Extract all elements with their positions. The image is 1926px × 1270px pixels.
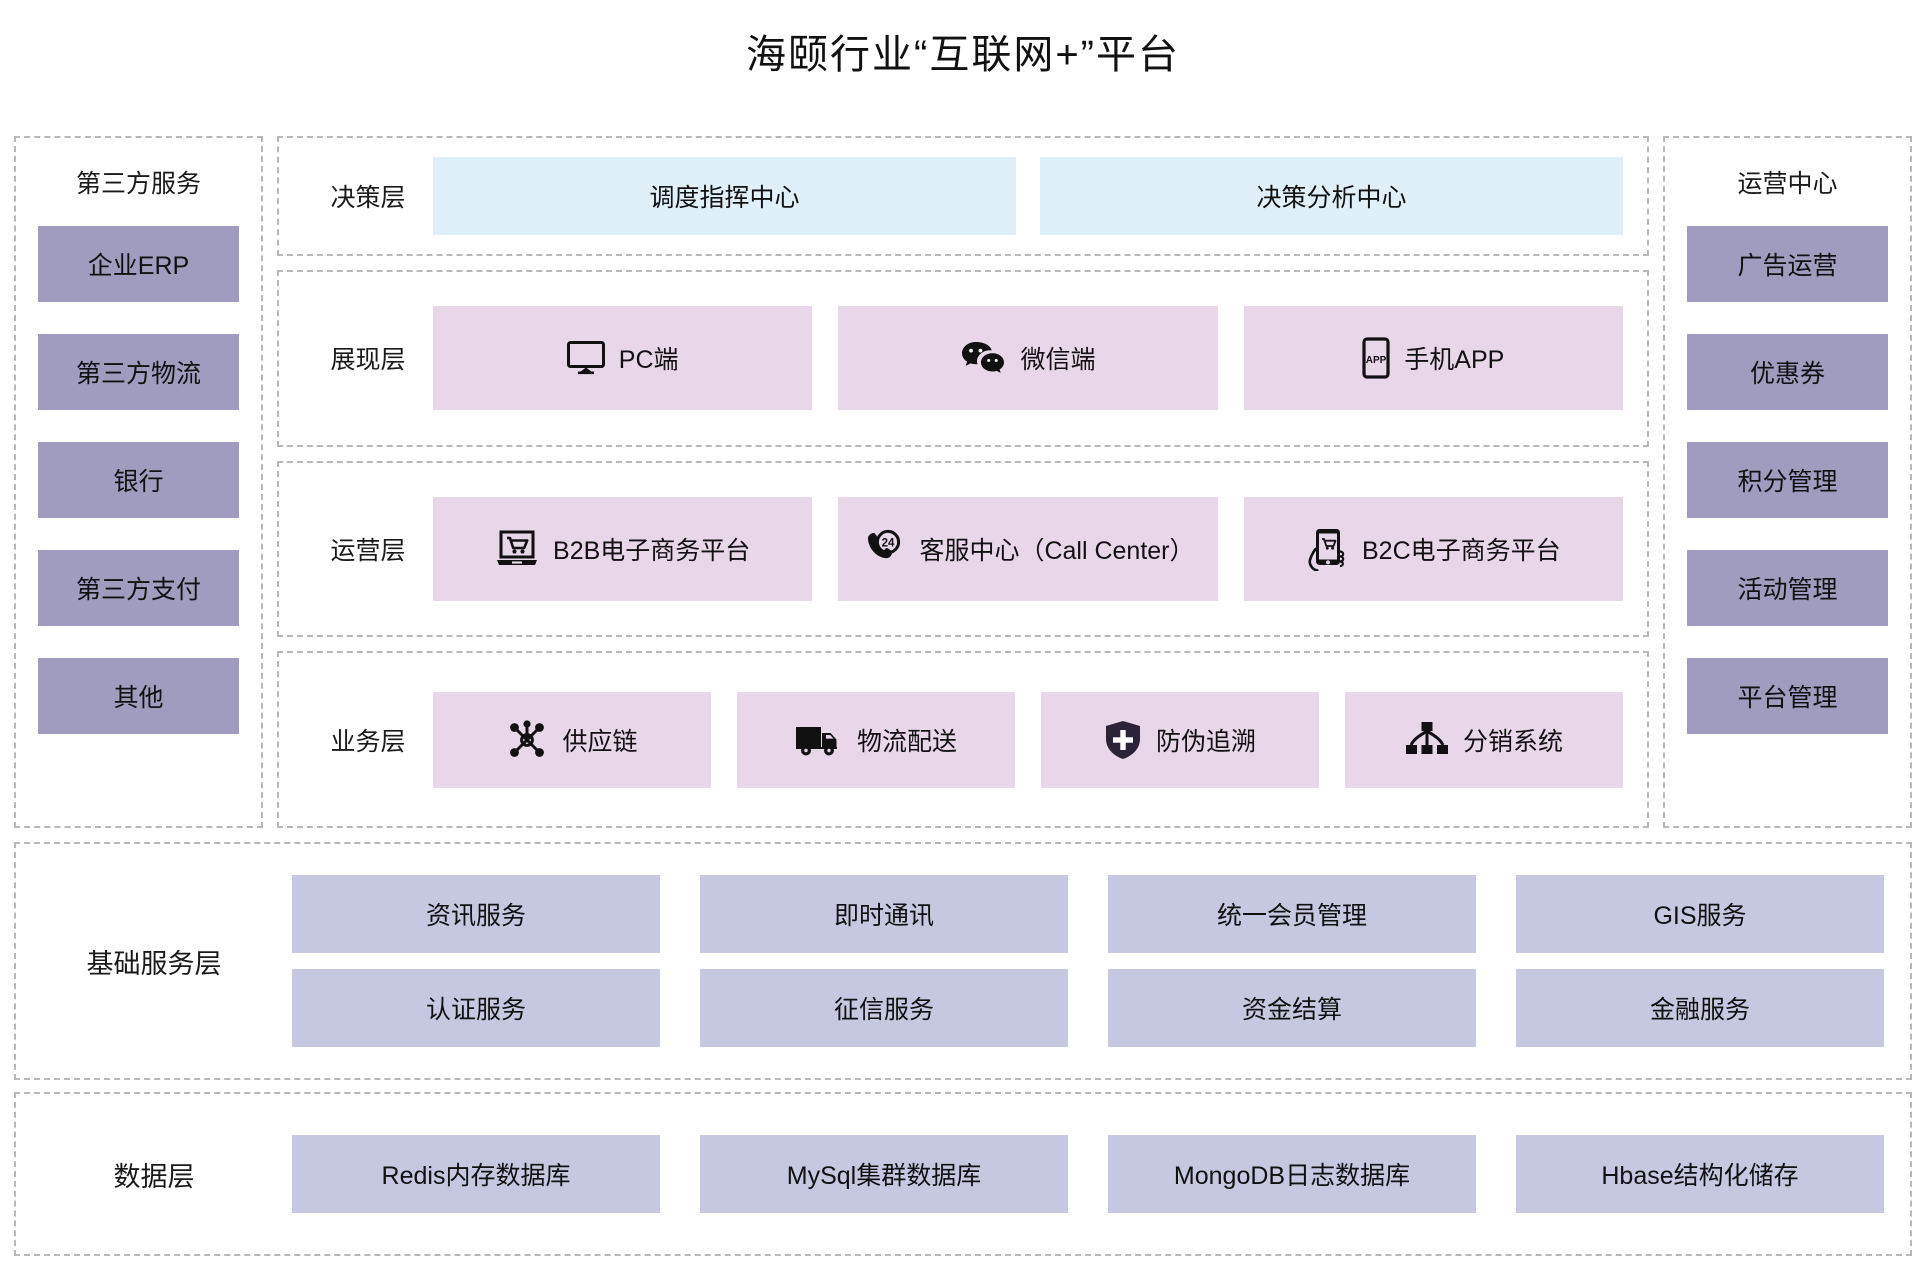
basic-service-layer-label: 基础服务层: [86, 948, 222, 979]
presentation-item-wechat[interactable]: 微信端: [838, 306, 1218, 411]
shield-plus-icon: [1104, 719, 1142, 761]
operation-item-b2c-label: B2C电子商务平台: [1362, 537, 1561, 565]
svg-text:APP: APP: [1366, 355, 1387, 366]
operation-layer: 运营层 B2B电子: [277, 460, 1649, 638]
third-party-item-bank[interactable]: 银行: [38, 442, 239, 518]
operation-center-panel: 运营中心 广告运营 优惠券 积分管理 活动管理 平台管理: [1663, 136, 1912, 828]
basic-service-item-settlement[interactable]: 资金结算: [1108, 969, 1476, 1047]
business-layer-items: 供应链: [433, 691, 1623, 788]
mobile-app-icon: APP: [1362, 337, 1390, 379]
decision-item-dispatch-center[interactable]: 调度指挥中心: [433, 157, 1016, 235]
basic-service-item-credit[interactable]: 征信服务: [700, 969, 1068, 1047]
org-tree-icon: [1405, 721, 1449, 759]
page-title: 海颐行业“互联网+”平台: [746, 33, 1180, 77]
svg-text:24: 24: [882, 538, 895, 550]
basic-service-item-news[interactable]: 资讯服务: [292, 875, 660, 953]
presentation-item-pc[interactable]: PC端: [433, 306, 813, 411]
basic-service-grid: 资讯服务 即时通讯 统一会员管理 GIS服务 认证服务 征信服务 资金结算 金融…: [292, 875, 1888, 1047]
operation-center-title: 运营中心: [1737, 170, 1838, 198]
monitor-icon: [566, 341, 605, 375]
decision-layer-items: 调度指挥中心 决策分析中心: [433, 157, 1623, 235]
presentation-item-wechat-label: 微信端: [1020, 346, 1096, 375]
business-layer-label: 业务层: [330, 727, 406, 756]
presentation-item-mobile-app-label: 手机APP: [1404, 346, 1505, 375]
basic-service-item-finance[interactable]: 金融服务: [1516, 969, 1884, 1047]
operation-item-b2c[interactable]: B2C电子商务平台: [1243, 497, 1623, 601]
decision-item-dispatch-center-label: 调度指挥中心: [649, 184, 800, 212]
data-layer-item-hbase[interactable]: Hbase结构化储存: [1516, 1135, 1884, 1213]
operation-item-b2b-label: B2B电子商务平台: [553, 537, 751, 565]
business-layer: 业务层: [277, 651, 1649, 829]
data-layer-grid: Redis内存数据库 MySql集群数据库 MongoDB日志数据库 Hbase…: [292, 1135, 1888, 1213]
operation-item-call-center[interactable]: 24 客服中心（Call Center）: [838, 497, 1218, 601]
operation-center-item-ads[interactable]: 广告运营: [1687, 226, 1888, 302]
data-layer-item-mongodb[interactable]: MongoDB日志数据库: [1108, 1135, 1476, 1213]
basic-service-row-1: 资讯服务 即时通讯 统一会员管理 GIS服务: [292, 875, 1884, 953]
basic-service-item-im[interactable]: 即时通讯: [700, 875, 1068, 953]
hand-phone-cart-icon: [1306, 527, 1348, 571]
presentation-layer-label: 展现层: [330, 346, 406, 375]
business-item-anti-counterfeit-label: 防伪追溯: [1155, 727, 1256, 756]
business-item-anti-counterfeit[interactable]: 防伪追溯: [1041, 691, 1319, 788]
data-layer-item-mysql[interactable]: MySql集群数据库: [700, 1135, 1068, 1213]
presentation-item-mobile-app[interactable]: APP 手机APP: [1243, 306, 1623, 411]
operation-layer-label: 运营层: [330, 537, 406, 565]
third-party-item-logistics[interactable]: 第三方物流: [38, 334, 239, 410]
operation-item-call-center-label: 客服中心（Call Center）: [919, 537, 1195, 565]
basic-service-row-2: 认证服务 征信服务 资金结算 金融服务: [292, 969, 1884, 1047]
operation-center-item-points[interactable]: 积分管理: [1687, 442, 1888, 518]
presentation-layer-items: PC端 微信端: [433, 306, 1623, 411]
basic-service-item-auth[interactable]: 认证服务: [292, 969, 660, 1047]
operation-center-item-coupon[interactable]: 优惠券: [1687, 334, 1888, 410]
data-layer-label: 数据层: [113, 1161, 195, 1192]
business-item-logistics-delivery-label: 物流配送: [856, 727, 957, 756]
laptop-cart-icon: [495, 529, 539, 569]
center-layers: 决策层 调度指挥中心 决策分析中心 展现层: [277, 136, 1649, 829]
third-party-item-erp[interactable]: 企业ERP: [38, 226, 239, 302]
business-item-distribution-system-label: 分销系统: [1462, 727, 1563, 756]
decision-item-analysis-center-label: 决策分析中心: [1256, 184, 1407, 212]
top-region: 第三方服务 企业ERP 第三方物流 银行 第三方支付 其他 决策层 调度指挥中心…: [14, 136, 1912, 829]
business-item-logistics-delivery[interactable]: 物流配送: [737, 691, 1015, 788]
presentation-item-pc-label: PC端: [618, 346, 679, 375]
operation-center-item-platform[interactable]: 平台管理: [1687, 658, 1888, 734]
phone-24h-icon: 24: [861, 529, 905, 569]
basic-service-item-gis[interactable]: GIS服务: [1516, 875, 1884, 953]
decision-layer-label: 决策层: [330, 184, 406, 212]
third-party-item-payment[interactable]: 第三方支付: [38, 550, 239, 626]
presentation-layer: 展现层 PC端: [277, 270, 1649, 447]
decision-item-analysis-center[interactable]: 决策分析中心: [1040, 157, 1623, 235]
third-party-services-title: 第三方服务: [75, 170, 201, 198]
truck-icon: [795, 723, 843, 757]
network-node-icon: [506, 719, 548, 761]
business-item-supply-chain[interactable]: 供应链: [433, 691, 711, 788]
business-item-distribution-system[interactable]: 分销系统: [1345, 691, 1623, 788]
operation-center-item-campaign[interactable]: 活动管理: [1687, 550, 1888, 626]
operation-item-b2b[interactable]: B2B电子商务平台: [433, 497, 813, 601]
basic-service-layer: 基础服务层 资讯服务 即时通讯 统一会员管理 GIS服务 认证服务 征信服务 资…: [14, 842, 1912, 1080]
data-layer: 数据层 Redis内存数据库 MySql集群数据库 MongoDB日志数据库 H…: [14, 1092, 1912, 1256]
third-party-item-other[interactable]: 其他: [38, 658, 239, 734]
decision-layer: 决策层 调度指挥中心 决策分析中心: [277, 136, 1649, 256]
business-item-supply-chain-label: 供应链: [562, 727, 638, 756]
operation-layer-items: B2B电子商务平台 24 客服中心（Call Center）: [433, 497, 1623, 601]
data-layer-item-redis[interactable]: Redis内存数据库: [292, 1135, 660, 1213]
third-party-services-panel: 第三方服务 企业ERP 第三方物流 银行 第三方支付 其他: [14, 136, 263, 828]
basic-service-item-member[interactable]: 统一会员管理: [1108, 875, 1476, 953]
wechat-icon: [960, 340, 1006, 376]
